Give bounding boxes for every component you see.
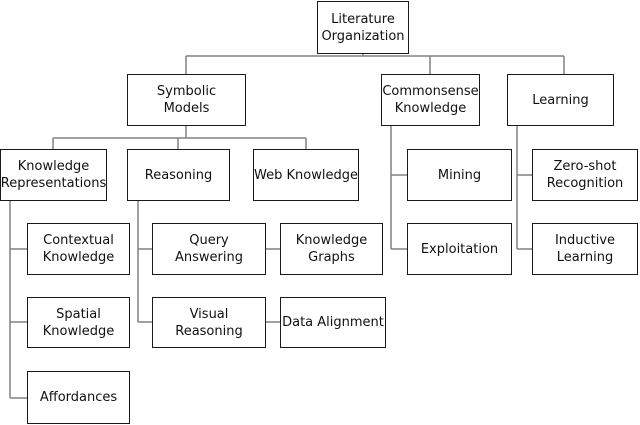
node-commonsense-knowledge: Commonsense Knowledge	[381, 74, 480, 126]
node-mining: Mining	[407, 149, 512, 201]
node-exploitation: Exploitation	[407, 223, 512, 275]
node-contextual-knowledge: Contextual Knowledge	[27, 223, 130, 275]
node-symbolic-models: Symbolic Models	[127, 74, 246, 126]
node-spatial-knowledge: Spatial Knowledge	[27, 297, 130, 348]
node-web-knowledge: Web Knowledge	[253, 149, 359, 201]
node-inductive-learning: Inductive Learning	[532, 223, 638, 275]
node-zero-shot-recognition: Zero-shot Recognition	[532, 149, 638, 201]
node-knowledge-representations: Knowledge Representations	[0, 149, 107, 201]
node-knowledge-graphs: Knowledge Graphs	[280, 223, 383, 275]
node-visual-reasoning: Visual Reasoning	[152, 297, 266, 348]
node-affordances: Affordances	[27, 371, 130, 424]
node-literature-organization: Literature Organization	[317, 1, 409, 54]
node-data-alignment: Data Alignment	[280, 297, 386, 348]
node-learning: Learning	[507, 74, 614, 126]
node-reasoning: Reasoning	[127, 149, 230, 201]
node-query-answering: Query Answering	[152, 223, 266, 275]
